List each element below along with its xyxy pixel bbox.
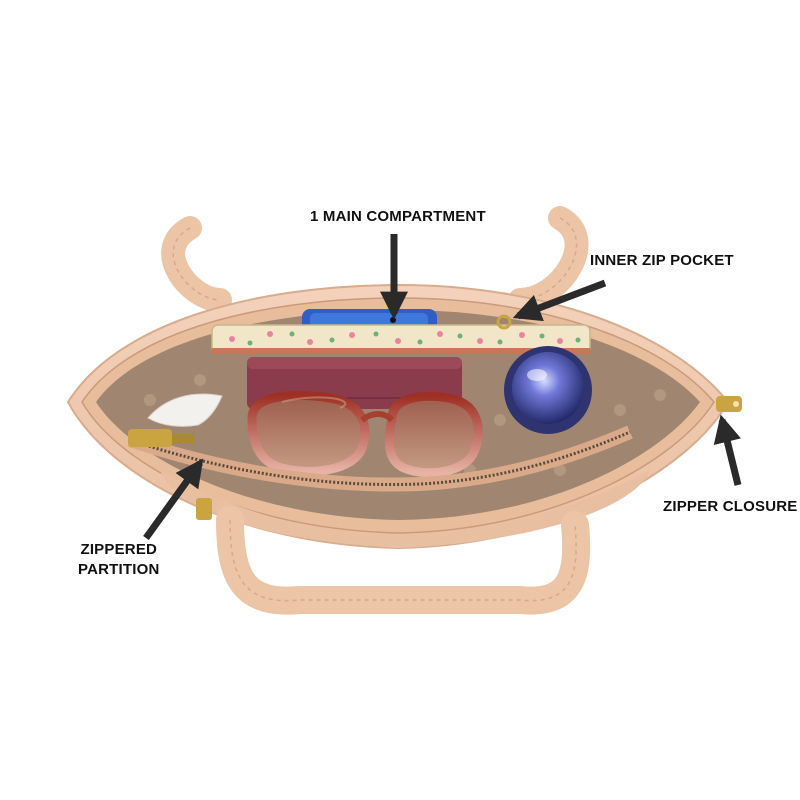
inner-zip-pocket-label: INNER ZIP POCKET	[590, 252, 734, 269]
inner-zip-pull	[496, 314, 512, 330]
bag-charm	[196, 498, 212, 520]
water-bottle	[504, 346, 592, 434]
inner-zip-pocket-arrow	[512, 279, 607, 322]
tissue	[147, 393, 223, 427]
sunglasses	[247, 390, 483, 478]
bag-front-lip	[160, 470, 650, 548]
front-handle	[216, 506, 591, 615]
zippered-partition-label: ZIPPERED PARTITION	[78, 540, 160, 580]
zippered-partition	[127, 425, 633, 492]
floral-pouch	[211, 324, 591, 354]
zippered-partition-line-2: PARTITION	[78, 561, 160, 578]
main-compartment-label: 1 MAIN COMPARTMENT	[310, 208, 486, 225]
zippered-partition-arrow	[143, 458, 204, 541]
zipper-closure-label: ZIPPER CLOSURE	[663, 498, 798, 515]
zippered-partition-line-1: ZIPPERED	[80, 541, 158, 558]
zipper-pull	[716, 396, 742, 412]
zipper-closure-arrow	[713, 414, 742, 486]
